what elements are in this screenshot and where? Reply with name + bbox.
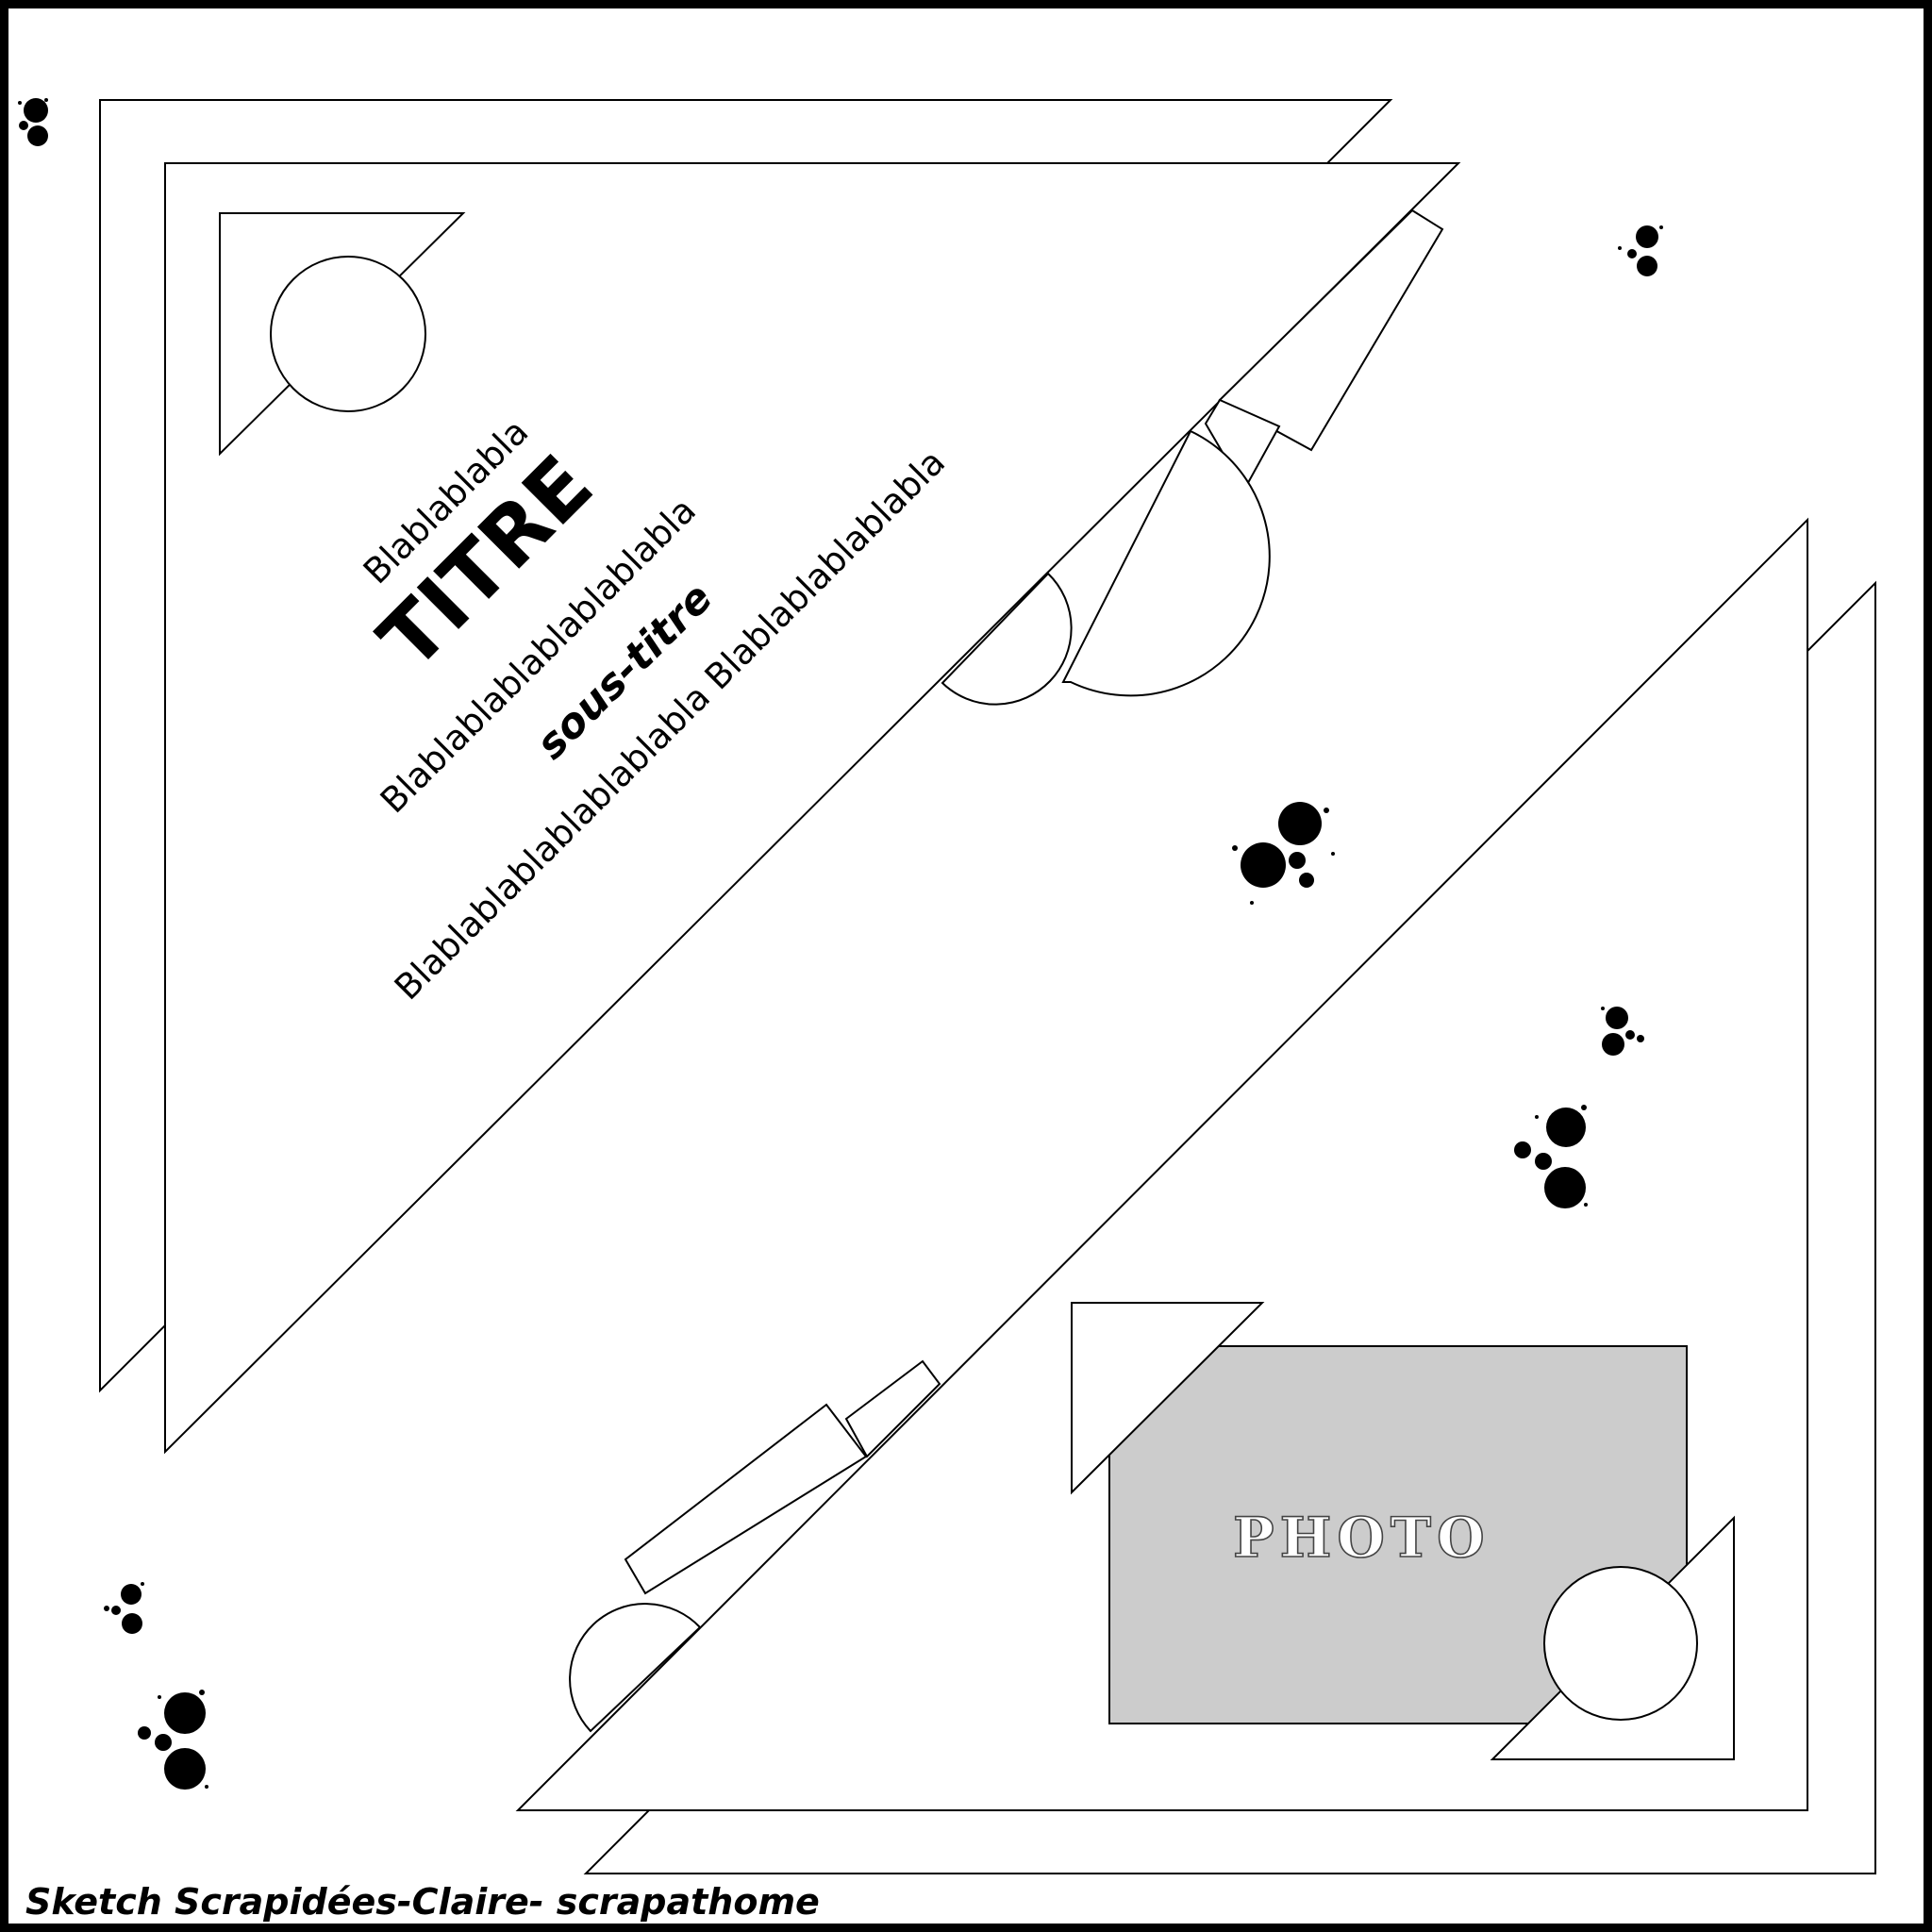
credit-caption: Sketch Scrapidées-Claire- scrapathome bbox=[25, 1881, 820, 1923]
photo-label: PHOTO bbox=[1233, 1506, 1491, 1570]
strip-upper-right bbox=[1218, 208, 1444, 452]
ink-splatter-top-right bbox=[1618, 225, 1663, 276]
half-circle-large bbox=[1061, 429, 1271, 697]
sketch-drawing: PHOTO Blablablabla TITRE Blablablablabla… bbox=[18, 98, 1876, 1874]
ink-splatter-right-large bbox=[1514, 1105, 1588, 1208]
ink-splatter-bottom-left-small bbox=[104, 1582, 144, 1634]
strip-lower-neck bbox=[844, 1359, 941, 1458]
ink-splatter-bottom-left-large bbox=[138, 1690, 208, 1790]
half-circle-lower bbox=[569, 1603, 702, 1733]
ink-splatter-top-left bbox=[18, 98, 48, 146]
corner-triangle-photo-top bbox=[1071, 1302, 1265, 1495]
upper-front-triangle bbox=[164, 162, 1461, 1455]
ink-splatter-right-small bbox=[1601, 1007, 1644, 1056]
half-circle-small bbox=[941, 572, 1073, 706]
circle-photo-bottom bbox=[1543, 1566, 1698, 1721]
circle-top-left bbox=[270, 256, 426, 412]
ink-splatter-center bbox=[1232, 802, 1335, 905]
